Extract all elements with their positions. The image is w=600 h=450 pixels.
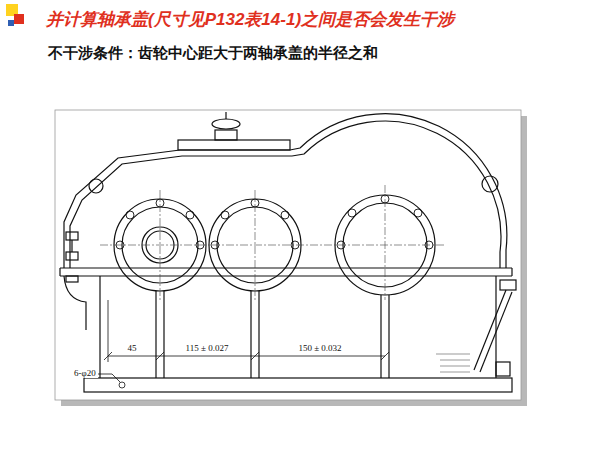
deco-square (8, 20, 14, 26)
oil-hatch (436, 354, 470, 372)
dimension: 115 ± 0.027 (184, 343, 231, 353)
bolt-holes (116, 195, 433, 249)
center-lines (100, 185, 445, 300)
hole-callout: 6-φ20 (72, 368, 98, 378)
frame (55, 110, 521, 400)
condition-note: 不干涉条件：齿轮中心距大于两轴承盖的半径之和 (48, 44, 378, 61)
dimension-lines (96, 300, 389, 388)
dimension: 150 ± 0.032 (296, 343, 343, 353)
gearbox-outline (60, 112, 516, 392)
slide-title: 并计算轴承盖(尺寸见P132表14-1)之间是否会发生干涉 (46, 10, 454, 30)
dimension: 45 (126, 343, 139, 353)
deco-square (14, 14, 24, 24)
